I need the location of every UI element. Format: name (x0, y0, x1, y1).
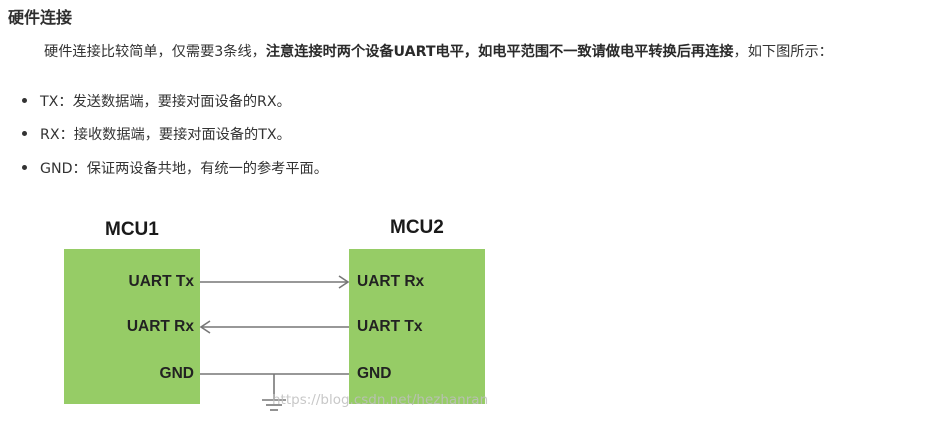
bullet-dot-icon (22, 130, 27, 136)
mcu1-title: MCU1 (105, 219, 159, 240)
mcu2-pin-rx: UART Rx (357, 273, 425, 290)
mcu2-pin-gnd: GND (357, 365, 392, 382)
intro-suffix: ，如下图所示： (733, 44, 833, 60)
mcu1-box (64, 249, 200, 404)
list-item: TX：发送数据端，要接对面设备的RX。 (22, 92, 291, 112)
list-item-text: GND：保证两设备共地，有统一的参考平面。 (40, 161, 328, 177)
mcu2-pin-tx: UART Tx (357, 318, 423, 335)
bullet-dot-icon (22, 164, 27, 170)
list-item-text: TX：发送数据端，要接对面设备的RX。 (40, 94, 291, 110)
mcu1-pin-tx: UART Tx (128, 273, 194, 290)
mcu1-pin-rx: UART Rx (126, 318, 194, 335)
bullet-dot-icon (22, 97, 27, 103)
list-item: RX：接收数据端，要接对面设备的TX。 (22, 125, 291, 145)
tx-arrowhead-icon (338, 275, 350, 289)
mcu1-pin-gnd: GND (159, 365, 194, 382)
rx-arrowhead-icon (199, 320, 211, 334)
list-item: GND：保证两设备共地，有统一的参考平面。 (22, 159, 328, 179)
section-heading: 硬件连接 (8, 8, 73, 27)
intro-bold-note: 注意连接时两个设备UART电平，如电平范围不一致请做电平转换后再连接 (265, 44, 734, 60)
intro-text: 硬件连接比较简单，仅需要3条线， (44, 44, 266, 60)
watermark: https://blog.csdn.net/hezhanran (272, 392, 489, 408)
intro-paragraph: 硬件连接比较简单，仅需要3条线，注意连接时两个设备UART电平，如电平范围不一致… (44, 41, 833, 63)
mcu2-box (349, 249, 485, 404)
mcu2-title: MCU2 (390, 217, 444, 238)
list-item-text: RX：接收数据端，要接对面设备的TX。 (40, 127, 291, 143)
